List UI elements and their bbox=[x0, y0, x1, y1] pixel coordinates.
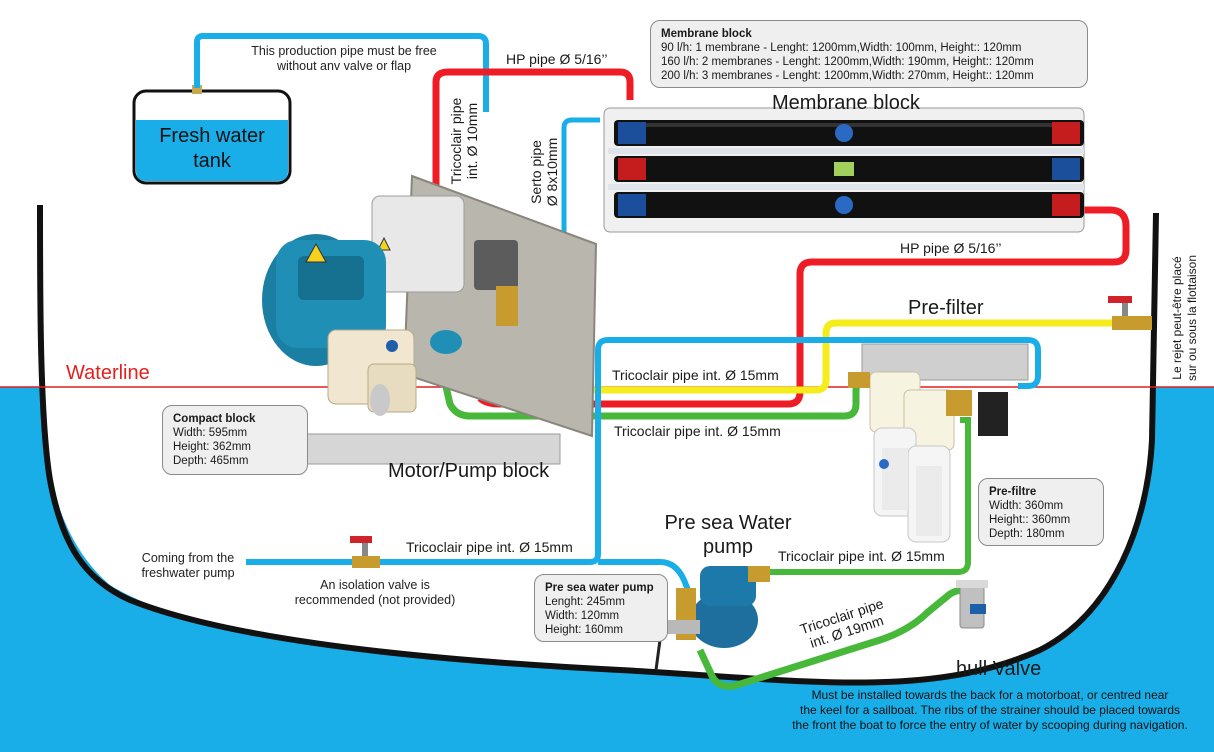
pre-sea-pump-line1: Pre sea Water bbox=[664, 512, 792, 534]
isolation-valve bbox=[350, 536, 380, 568]
tricoclair-15-pump-label: Tricoclair pipe int. Ø 15mm bbox=[778, 548, 945, 564]
motor-pump-block-label: Motor/Pump block bbox=[388, 460, 550, 482]
tricoclair-10-line2: int. Ø 10mm bbox=[464, 102, 480, 180]
membrane-info-line2: 160 l/h: 2 membranes - Lenght: 1200mm,Wi… bbox=[661, 56, 1034, 68]
membrane-block-title: Membrane block bbox=[772, 92, 920, 114]
hull-note-line3: the front the boat to force the entry of… bbox=[792, 718, 1188, 732]
serto-line2: Ø 8x10mm bbox=[544, 137, 560, 207]
production-note-line2: without anv valve or flap bbox=[276, 59, 412, 73]
prefilter-info-depth: Depth: 180mm bbox=[989, 528, 1065, 540]
fresh-water-tank bbox=[132, 85, 292, 185]
hp-pipe-top-label: HP pipe Ø 5/16’’ bbox=[506, 51, 608, 67]
pump-info-box: Pre sea water pump Lenght: 245mm Width: … bbox=[534, 574, 668, 642]
coming-from-line2: freshwater pump bbox=[141, 566, 235, 580]
production-note: This production pipe must be free withou… bbox=[238, 44, 450, 74]
prefilter-info-width: Width: 360mm bbox=[989, 500, 1064, 512]
hull-note-line1: Must be installed towards the back for a… bbox=[811, 688, 1169, 702]
hull-note-line2: the keel for a sailboat. The ribs of the… bbox=[800, 703, 1180, 717]
production-note-line1: This production pipe must be free bbox=[251, 44, 437, 58]
compact-info-width: Width: 595mm bbox=[173, 427, 248, 439]
membrane-info-box: Membrane block 90 l/h: 1 membrane - Leng… bbox=[650, 20, 1088, 88]
tricoclair-10-line1: Tricoclair pipe bbox=[448, 97, 464, 185]
hull-note: Must be installed towards the back for a… bbox=[770, 688, 1210, 733]
tank-label-line1: Fresh water bbox=[159, 125, 265, 147]
coming-from-label: Coming from the freshwater pump bbox=[128, 551, 248, 581]
isolation-note: An isolation valve is recommended (not p… bbox=[280, 578, 470, 608]
pre-sea-pump-line2: pump bbox=[702, 536, 754, 558]
green-pipe-hull bbox=[696, 586, 970, 690]
compact-info-box: Compact block Width: 595mm Height: 362mm… bbox=[162, 405, 308, 475]
pump-info-height: Height: 160mm bbox=[545, 624, 623, 636]
rejet-line1: Le rejet peut-être placé bbox=[1170, 256, 1184, 380]
production-pipe bbox=[194, 33, 489, 112]
rejet-note: Le rejet peut-être placé sur ou sous la … bbox=[1170, 248, 1200, 388]
green-pipe-prefilter bbox=[762, 417, 971, 575]
tricoclair-15-yellow-label: Tricoclair pipe int. Ø 15mm bbox=[612, 367, 779, 383]
waterline-label: Waterline bbox=[66, 362, 150, 384]
blue-pipe-feed bbox=[246, 337, 1041, 565]
membrane-info-line1: 90 l/h: 1 membrane - Lenght: 1200mm,Widt… bbox=[661, 42, 1022, 54]
pre-sea-pump-label: Pre sea Water pump bbox=[658, 511, 798, 559]
tank-label-line2: tank bbox=[193, 150, 231, 172]
serto-line1: Serto pipe bbox=[528, 140, 544, 204]
pump-info-title: Pre sea water pump bbox=[545, 582, 654, 594]
tank-label: Fresh water tank bbox=[134, 124, 290, 174]
isolation-line2: recommended (not provided) bbox=[294, 593, 456, 607]
hull-valve bbox=[956, 580, 988, 629]
compact-info-height: Height: 362mm bbox=[173, 441, 251, 453]
membrane-info-title: Membrane block bbox=[661, 28, 752, 40]
pump-info-length: Lenght: 245mm bbox=[545, 596, 625, 608]
prefilter-title: Pre-filter bbox=[908, 297, 984, 319]
hp-pipe-right-label: HP pipe Ø 5/16’’ bbox=[900, 240, 1002, 256]
serto-label: Serto pipe Ø 8x10mm bbox=[528, 136, 560, 208]
prefilter-info-height: Height:: 360mm bbox=[989, 514, 1071, 526]
pump-info-width: Width: 120mm bbox=[545, 610, 620, 622]
pre-filter bbox=[848, 343, 1029, 543]
prefilter-info-title: Pre-filtre bbox=[989, 486, 1037, 498]
isolation-line1: An isolation valve is bbox=[320, 578, 430, 592]
motor-pump-block bbox=[262, 174, 598, 465]
compact-info-depth: Depth: 465mm bbox=[173, 455, 249, 467]
prefilter-info-box: Pre-filtre Width: 360mm Height:: 360mm D… bbox=[978, 478, 1104, 546]
tricoclair-15-blue-label: Tricoclair pipe int. Ø 15mm bbox=[406, 539, 573, 555]
discharge-valve bbox=[1108, 296, 1152, 330]
membrane-info-line3: 200 l/h: 3 membranes - Lenght: 1200mm,Wi… bbox=[661, 70, 1034, 82]
membrane-block bbox=[603, 107, 1085, 233]
tricoclair-10-label: Tricoclair pipe int. Ø 10mm bbox=[448, 96, 480, 186]
hull-valve-label: hull Valve bbox=[956, 658, 1042, 680]
compact-info-title: Compact block bbox=[173, 413, 256, 425]
tricoclair-15-green-label: Tricoclair pipe int. Ø 15mm bbox=[614, 423, 781, 439]
hull-outline bbox=[37, 204, 1159, 686]
rejet-line2: sur ou sous la flottaison bbox=[1185, 254, 1199, 382]
pre-sea-water-pump bbox=[654, 566, 770, 671]
coming-from-line1: Coming from the bbox=[141, 551, 235, 565]
